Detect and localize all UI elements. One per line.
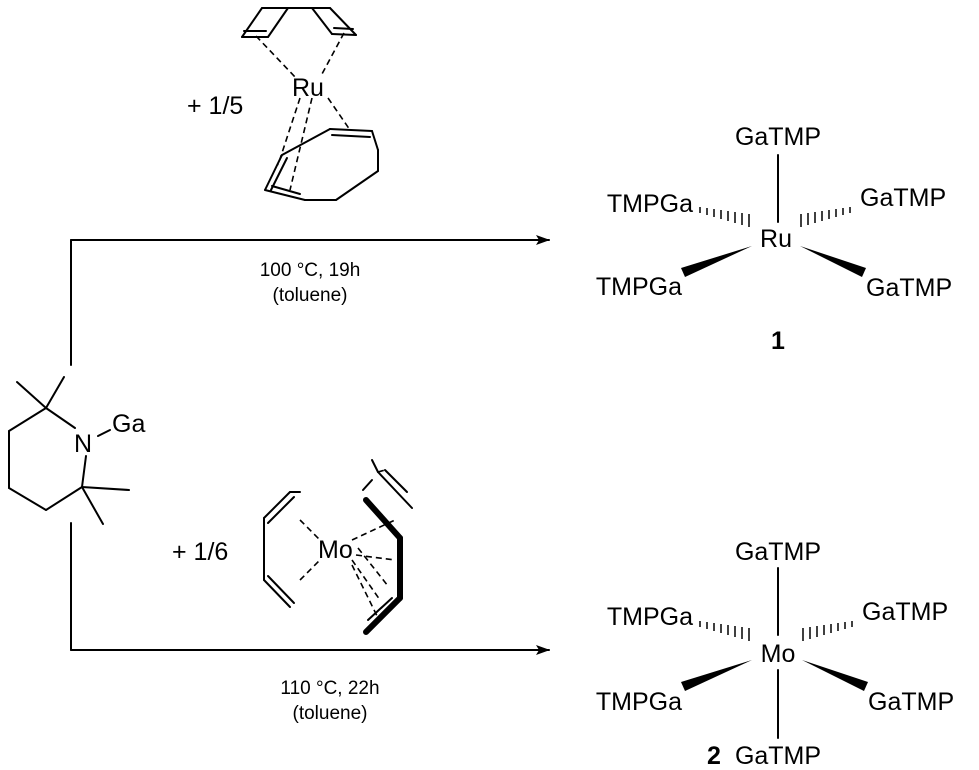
conditions-bottom-line2: (toluene)	[293, 703, 368, 724]
product-2-ligand-top: GaTMP	[735, 538, 821, 566]
n-ga-bond	[97, 429, 111, 437]
reaction-arrow-bottom	[70, 522, 550, 655]
right-ligand-frame	[362, 459, 413, 509]
product-2-ligand-bottom: GaTMP	[735, 742, 821, 770]
product-1-ligand-right-back: GaTMP	[860, 184, 946, 212]
stoich-bottom: + 1/6	[172, 538, 228, 566]
ru-precursor-metal-label: Ru	[292, 74, 324, 102]
gallium-label: Ga	[112, 410, 145, 438]
wedge-bond-left	[681, 246, 752, 277]
nitrogen-label: N	[74, 430, 92, 458]
compound-number-1: 1	[771, 327, 785, 355]
product-1-ligand-top: GaTMP	[735, 123, 821, 151]
methyl-groups	[16, 376, 130, 525]
cod-ligand	[241, 7, 357, 38]
hashed-bond-left	[699, 621, 750, 641]
product-2-ligand-left-front: TMPGa	[596, 688, 682, 716]
conditions-top-line2: (toluene)	[273, 285, 348, 306]
stoich-top: + 1/5	[187, 92, 243, 120]
left-ligand-frame	[263, 491, 301, 608]
mo-precursor-metal-label: Mo	[318, 536, 353, 564]
gatmp-reagent: N Ga	[8, 376, 145, 525]
conditions-top-line1: 100 °C, 19h	[260, 260, 361, 281]
product-2-center-metal: Mo	[761, 640, 796, 668]
front-bold-ligand	[363, 497, 403, 635]
reaction-arrow-top	[70, 235, 550, 366]
wedge-bond-left	[681, 660, 752, 691]
product-2-ligand-right-back: GaTMP	[862, 598, 948, 626]
product-1-ligand-left-back: TMPGa	[607, 190, 693, 218]
cot-ligand	[264, 128, 379, 201]
ru-eta-dashes	[255, 32, 351, 191]
product-1-ligand-right-front: GaTMP	[866, 274, 952, 302]
ru-cod-cot-precursor: Ru	[241, 7, 379, 201]
compound-number-2: 2	[707, 742, 721, 770]
wedge-bond-right	[800, 246, 866, 277]
wedge-bond-right	[802, 660, 868, 691]
product-1-center-metal: Ru	[760, 225, 792, 253]
product-2-structure	[681, 567, 868, 739]
piperidine-ring	[8, 407, 87, 511]
hashed-bond-left	[699, 207, 750, 227]
product-1-structure	[681, 154, 866, 277]
product-2-ligand-right-front: GaTMP	[868, 688, 954, 716]
conditions-bottom-line1: 110 °C, 22h	[280, 678, 379, 699]
product-2-ligand-left-back: TMPGa	[607, 603, 693, 631]
hashed-bond-right	[802, 621, 853, 641]
product-1-ligand-left-front: TMPGa	[596, 273, 682, 301]
mo-bis-arene-precursor: Mo	[263, 459, 413, 635]
mo-eta-dashes	[299, 519, 396, 619]
hashed-bond-right	[800, 207, 851, 227]
